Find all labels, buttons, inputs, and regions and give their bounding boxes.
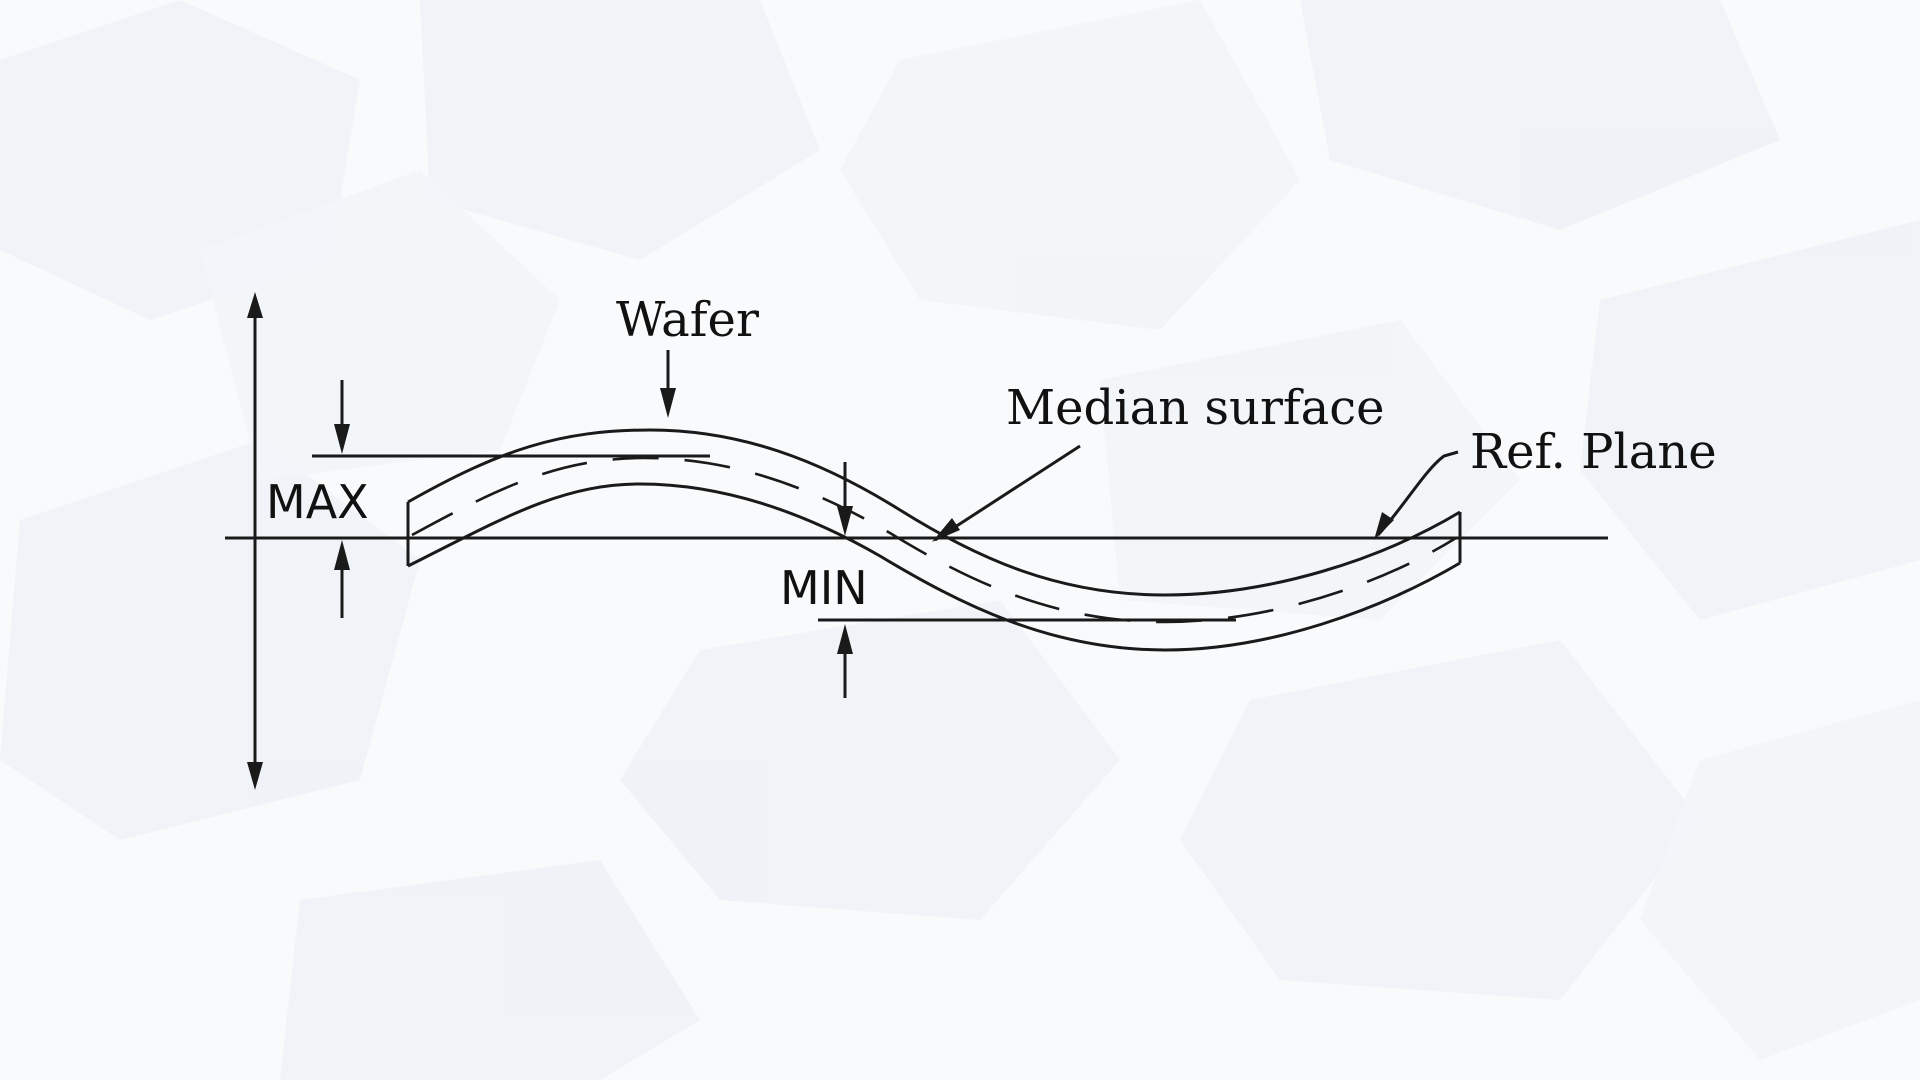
median-surface-line (411, 456, 1457, 624)
wafer-label: Wafer (616, 292, 759, 348)
median-surface-arrow (932, 518, 960, 542)
min-label: MIN (780, 561, 868, 615)
max-top-arrow (334, 424, 350, 454)
median-surface-label: Median surface (1006, 380, 1385, 436)
min-top-arrow (837, 506, 853, 536)
max-bottom-arrow (334, 540, 350, 570)
min-bottom-arrow (837, 624, 853, 654)
wafer-upper-surface (407, 428, 1461, 597)
ref-plane-label: Ref. Plane (1470, 424, 1717, 480)
wafer-pointer-arrow (660, 388, 676, 418)
axis-bottom-arrow (247, 762, 263, 790)
axis-top-arrow (247, 292, 263, 318)
wafer-lower-surface (407, 482, 1461, 652)
ref-plane-arrow (1374, 512, 1394, 540)
max-label: MAX (266, 475, 369, 529)
median-surface-leader (934, 444, 1081, 542)
